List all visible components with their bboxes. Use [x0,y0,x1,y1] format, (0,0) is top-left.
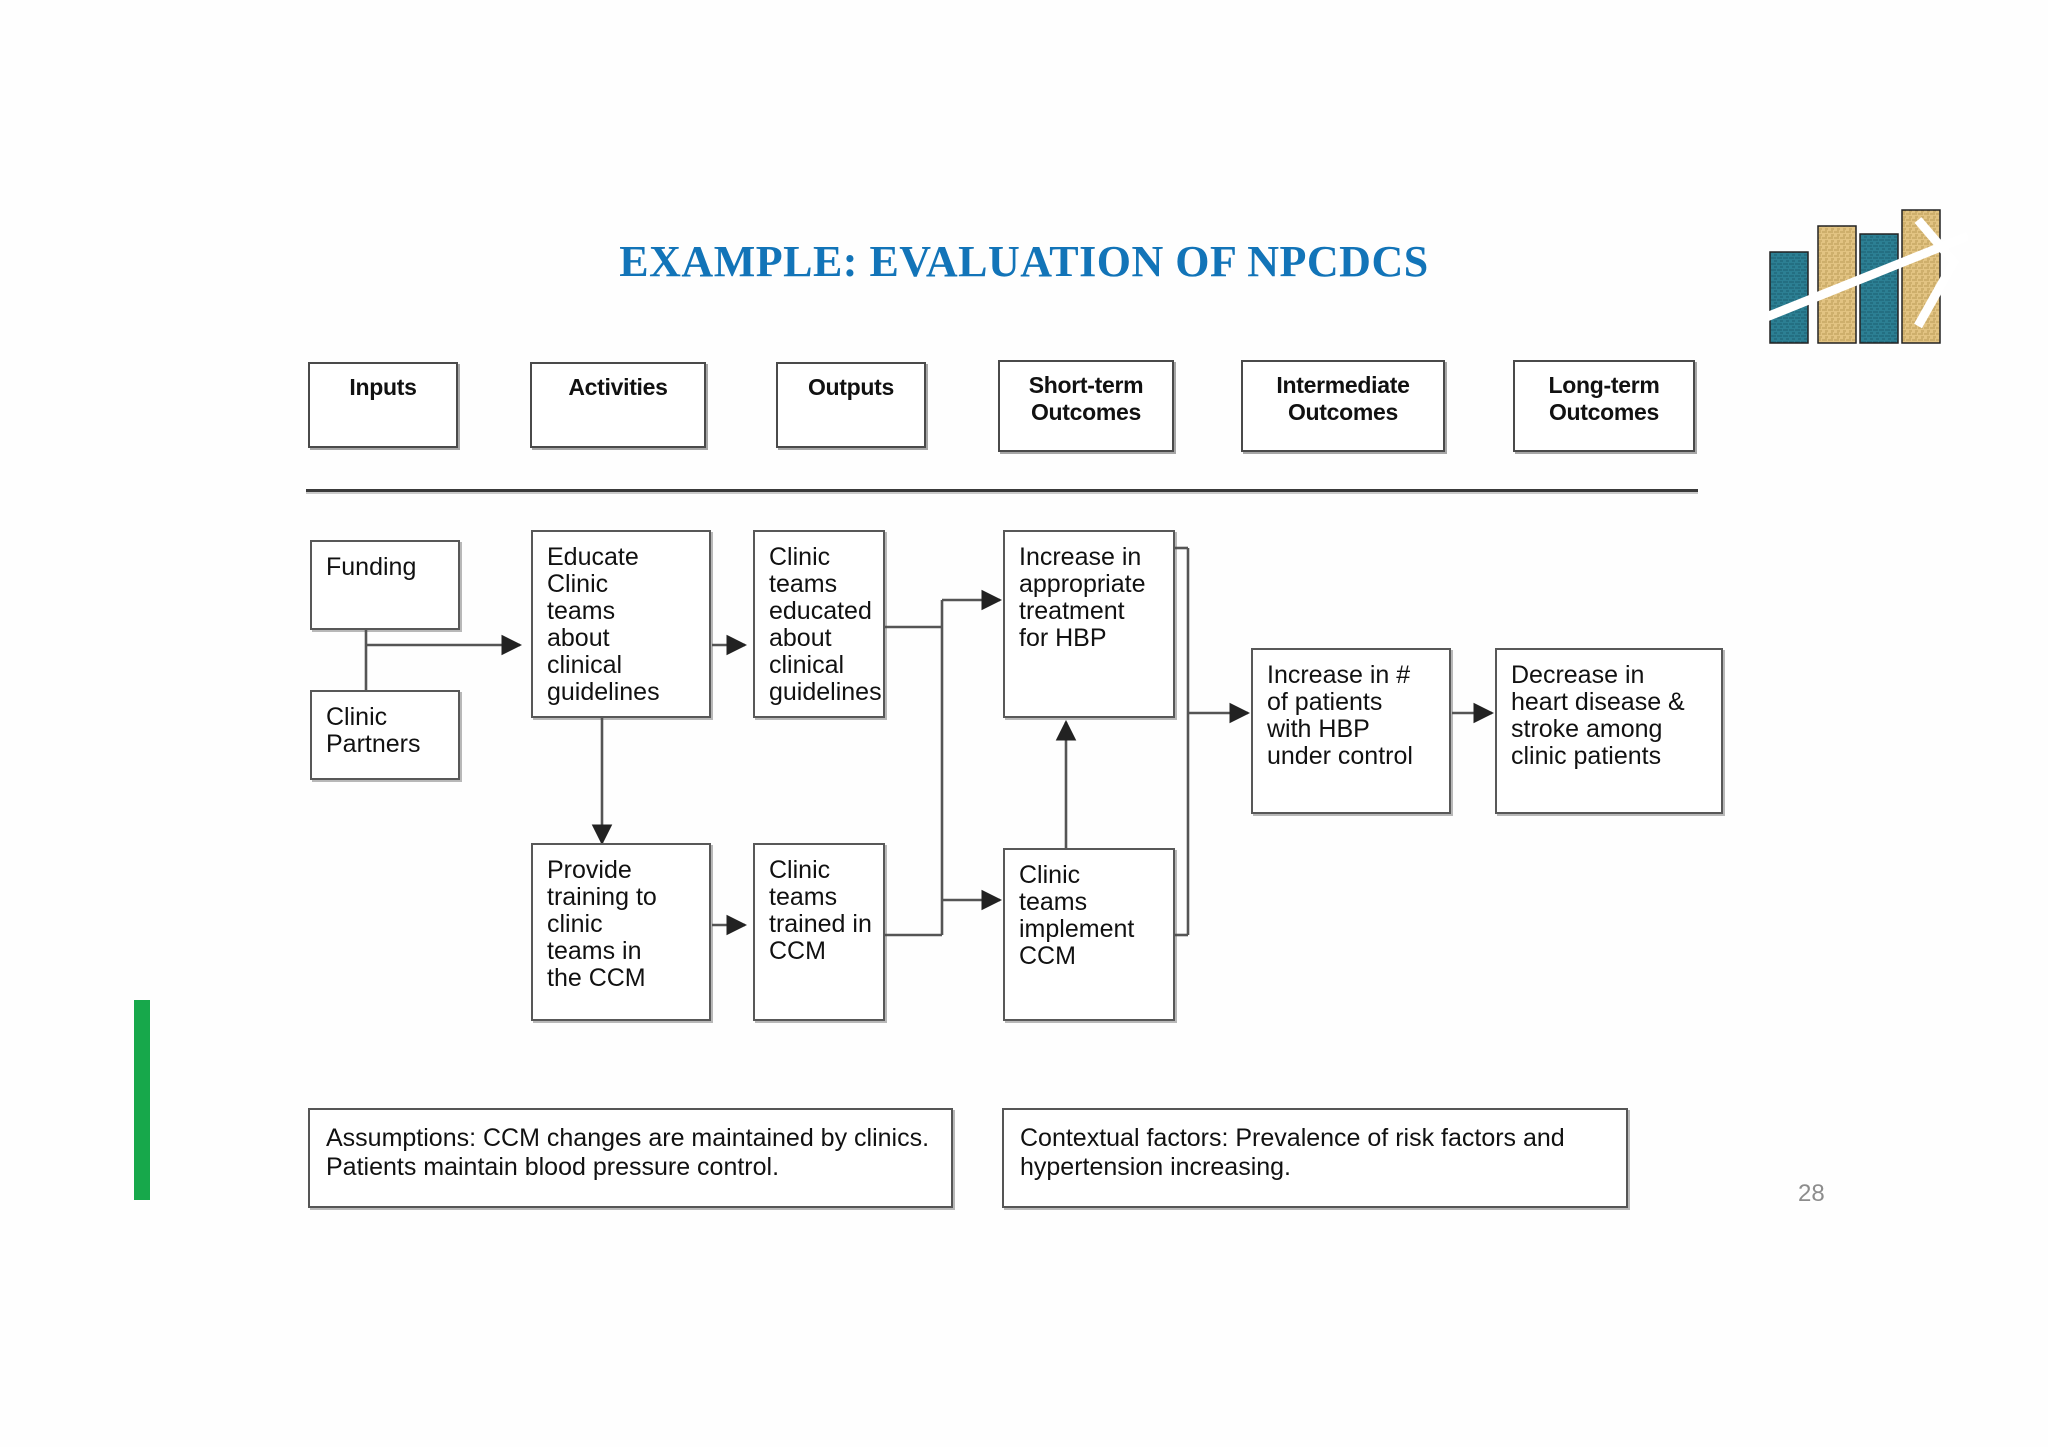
node-clinic-partners: Clinic Partners [310,690,460,780]
node-decrease-heart-disease: Decrease in heart disease & stroke among… [1495,648,1723,814]
column-header-activities-label: Activities [568,374,668,400]
page-number: 28 [1798,1180,1825,1207]
contextual-factors-text: Contextual factors: Prevalence of risk f… [1020,1124,1565,1181]
bar-chart-logo [1762,200,1970,345]
node-provide-training-label: Provide training to clinic teams in the … [547,856,657,992]
logo-slash [1762,217,1970,329]
node-teams-educated-label: Clinic teams educated about clinical gui… [769,543,882,706]
node-increase-treatment-hbp-label: Increase in appropriate treatment for HB… [1019,543,1146,652]
column-header-activities: Activities [530,362,706,448]
bar-chart-logo-svg [1762,209,1970,344]
column-header-outputs: Outputs [776,362,926,448]
node-teams-implement-ccm-label: Clinic teams implement CCM [1019,861,1135,970]
node-clinic-partners-label: Clinic Partners [326,703,421,758]
column-header-long-term-outcomes-label: Long-term Outcomes [1548,372,1660,425]
node-hbp-under-control: Increase in # of patients with HBP under… [1251,648,1451,814]
column-header-intermediate-outcomes: Intermediate Outcomes [1241,360,1445,452]
node-educate-clinic-teams-label: Educate Clinic teams about clinical guid… [547,543,660,706]
contextual-factors-box: Contextual factors: Prevalence of risk f… [1002,1108,1628,1208]
column-header-short-term-outcomes: Short-term Outcomes [998,360,1174,452]
column-header-short-term-outcomes-label: Short-term Outcomes [1028,372,1144,425]
column-header-intermediate-outcomes-label: Intermediate Outcomes [1276,372,1410,425]
header-divider [306,489,1698,492]
node-teams-trained-label: Clinic teams trained in CCM [769,856,872,965]
column-header-outputs-label: Outputs [807,374,895,400]
column-header-inputs-label: Inputs [349,374,417,400]
node-educate-clinic-teams: Educate Clinic teams about clinical guid… [531,530,711,718]
node-funding: Funding [310,540,460,630]
node-decrease-heart-disease-label: Decrease in heart disease & stroke among… [1511,661,1685,770]
green-accent-bar [134,1000,150,1200]
node-hbp-under-control-label: Increase in # of patients with HBP under… [1267,661,1413,770]
node-provide-training: Provide training to clinic teams in the … [531,843,711,1021]
assumptions-text: Assumptions: CCM changes are maintained … [326,1124,930,1181]
page-title: EXAMPLE: EVALUATION OF NPCDCS [619,237,1429,286]
logo-bars [1769,209,1941,344]
assumptions-box: Assumptions: CCM changes are maintained … [308,1108,953,1208]
node-teams-educated: Clinic teams educated about clinical gui… [753,530,885,718]
node-increase-treatment-hbp: Increase in appropriate treatment for HB… [1003,530,1175,718]
column-header-long-term-outcomes: Long-term Outcomes [1513,360,1695,452]
node-teams-trained: Clinic teams trained in CCM [753,843,885,1021]
node-teams-implement-ccm: Clinic teams implement CCM [1003,848,1175,1021]
column-header-inputs: Inputs [308,362,458,448]
node-funding-label: Funding [326,553,417,581]
